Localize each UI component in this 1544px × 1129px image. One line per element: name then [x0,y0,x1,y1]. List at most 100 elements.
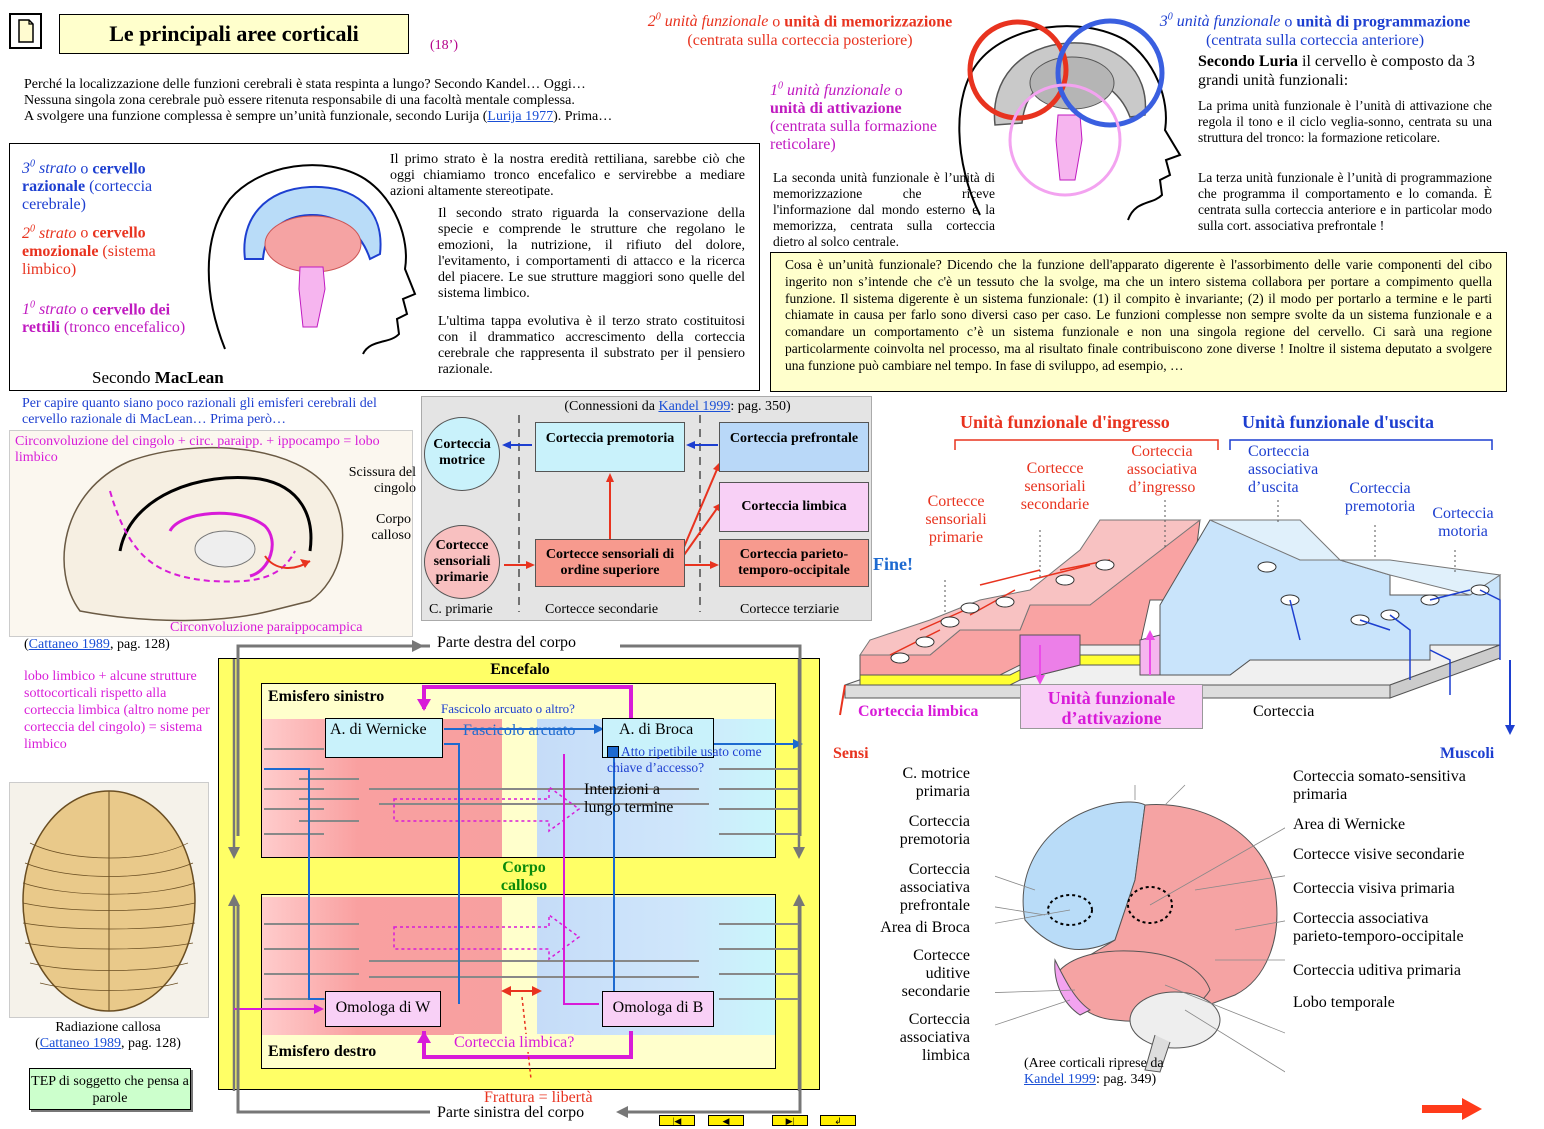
maclean-caption: Secondo MacLean [92,368,224,387]
brain-label-pto: Corteccia associativa parieto-temporo-oc… [1293,910,1464,945]
hemispheres-diagram: Encefalo Emisfero sinistro Emisfero dest… [218,658,820,1091]
body-left-label: Parte sinistra del corpo [437,1104,585,1121]
callosal-caption: Radiazione callosa (Cattaneo 1989, pag. … [35,1020,181,1051]
broca-box[interactable]: A. di Broca [602,718,714,758]
flow-attivazione-box[interactable]: Unità funzionale d’attivazione [1020,684,1203,729]
col-primarie: C. primarie [429,602,493,617]
maclean-box: 30 strato o cervello razionale (cortecci… [9,143,760,391]
tep-button[interactable]: TEP di soggetto che pensa a parole [29,1068,191,1110]
corteccia-limbica[interactable]: Corteccia limbica [719,482,869,532]
medial-brain-outline [63,446,344,622]
limbica-q-label: Corteccia limbica? [454,1034,575,1052]
duration: (18’) [430,38,458,53]
brain-label-prefrontale: Corteccia associativa prefrontale [899,861,970,914]
sensi-label: Sensi [833,745,869,762]
maclean-head-diagram [207,164,417,355]
cingulate-line [118,476,313,552]
callosal-figure [9,782,209,1018]
corteccia-prefrontale[interactable]: Corteccia prefrontale [719,422,869,472]
intenzioni-label: Intenzioni a lungo termine [584,781,674,816]
brain-label-wernicke: Area di Wernicke [1293,816,1406,833]
thalamus-shape [194,530,256,568]
broca-square-icon [607,746,619,758]
corteccia-pto[interactable]: Corteccia parieto-temporo-occipitale [719,539,869,587]
left-hemisphere-label: Emisfero sinistro [268,688,385,705]
limbic-note: lobo limbico + alcune strutture sottocor… [24,669,210,752]
connections-title: (Connessioni da Kandel 1999: pag. 350) [564,399,791,414]
label-sens-prim: Cortecce sensoriali primarie [925,493,987,546]
limbic-shape [264,215,362,273]
body-right-label: Parte destra del corpo [437,634,577,651]
col-terziarie: Cortecce terziarie [740,602,840,617]
cerebellum [1129,991,1221,1049]
head-outline [207,164,417,355]
label-motoria: Corteccia motoria [1432,505,1494,540]
connections-diagram: (Connessioni da Kandel 1999: pag. 350) C… [421,396,872,621]
page-title: Le principali aree corticali [59,14,409,54]
muscoli-label: Muscoli [1440,745,1495,762]
cattaneo-link-2[interactable]: Cattaneo 1989 [39,1036,122,1051]
luria-unit-3: 30 unità funzionale o unità di programma… [1159,12,1471,50]
cattaneo-link[interactable]: Cattaneo 1989 [28,637,110,652]
left-hemisphere: Emisfero sinistro [261,683,776,858]
paraipp-line [168,511,274,578]
paraipp-label: Circonvoluzione paraippocampica [170,620,363,635]
fascicolo-label: Fascicolo arcuato [463,722,576,739]
brain-label-visiva-prim: Corteccia visiva primaria [1293,880,1455,897]
limbic-cite: (Cattaneo 1989, pag. 128) [24,637,170,652]
nav-next-button[interactable]: ▶| [772,1115,808,1126]
brainstem-shape [298,266,326,328]
activation-circle [1008,83,1122,197]
corteccia-motrice[interactable]: Corteccia motrice [424,417,500,491]
doc-icon[interactable] [9,13,42,49]
head-outline [958,25,1182,221]
cortecce-sensoriali-superiori[interactable]: Cortecce sensoriali di ordine superiore [535,539,685,587]
omologa-b-box[interactable]: Omologa di B [602,991,714,1027]
brain-label-temporale: Lobo temporale [1293,994,1395,1011]
brainstem-shape [1055,114,1083,181]
next-arrow-icon[interactable] [1420,1096,1485,1122]
corpo-calloso-label: Corpo calloso [500,859,548,894]
unit-definition-box: Cosa è un’unità funzionale? Dicendo che … [770,252,1507,392]
programming-circle [1055,18,1165,128]
atto-label: Atto ripetibile usato come chiave d’acce… [607,744,762,775]
label-sens-sec: Cortecce sensoriali secondarie [1020,460,1090,513]
nav-return-button[interactable]: ↲ [820,1115,856,1126]
cortecce-sensoriali-primarie[interactable]: Cortecce sensoriali primarie [424,525,500,599]
kandel-link-2[interactable]: Kandel 1999 [1024,1072,1096,1087]
label-premot: Corteccia premotoria [1344,480,1416,515]
stratum-3: 30 strato o cervello razionale (cortecci… [22,159,153,214]
brain-left-labels: C. motrice primaria Corteccia premotoria… [880,765,970,1065]
label-assoc-out: Corteccia associativa d’uscita [1248,443,1319,496]
memorization-circle [967,19,1069,121]
brain-label-broca: Area di Broca [880,919,970,936]
luria-second: La seconda unità funzionale è l’unità di… [773,170,995,249]
omologa-w-box[interactable]: Omologa di W [325,991,441,1027]
encefalo-label: Encefalo [490,661,550,678]
nav-prev-button[interactable]: ◀ [708,1115,744,1126]
label-assoc-in: Corteccia associativa d’ingresso [1126,443,1198,496]
fine-label: Fine! [873,554,913,574]
right-hemisphere-label: Emisfero destro [268,1043,377,1060]
brain-label-c-motrice: C. motrice primaria [902,765,970,800]
maclean-p3: L'ultima tappa evolutiva è il terzo stra… [438,314,745,377]
limbic-intro: Per capire quanto siano poco razionali g… [22,396,377,427]
lurija-link[interactable]: Lurija 1977 [487,109,554,124]
kandel-link[interactable]: Kandel 1999 [658,399,731,414]
col-secondarie: Cortecce secondarie [545,602,659,617]
luria-unit-2: 20 unità funzionale o unità di memorizza… [647,12,953,50]
nav-first-button[interactable]: |◀ [659,1115,695,1126]
brain-label-limbica: Corteccia associativa limbica [899,1011,970,1064]
limbic-temporal [1054,958,1091,1016]
brain-cite: (Aree corticali riprese da Kandel 1999: … [1024,1056,1164,1087]
maclean-p1: Il primo strato è la nostra eredità rett… [390,152,745,199]
luria-third: La terza unità funzionale è l’unità di p… [1198,170,1492,233]
brain-label-uditive-sec: Cortecce uditive secondarie [901,947,970,1000]
flow-limbica-label: Corteccia limbica [858,703,979,720]
luria-intro: Secondo Luria il cervello è composto da … [1198,53,1475,89]
thalamus-shape [1029,56,1115,110]
limbic-label: Circonvoluzione del cingolo + circ. para… [15,434,380,465]
wernicke-box[interactable]: A. di Wernicke [325,718,443,758]
brain-label-premotoria: Corteccia premotoria [899,813,970,848]
corteccia-premotoria[interactable]: Corteccia premotoria [535,422,685,472]
